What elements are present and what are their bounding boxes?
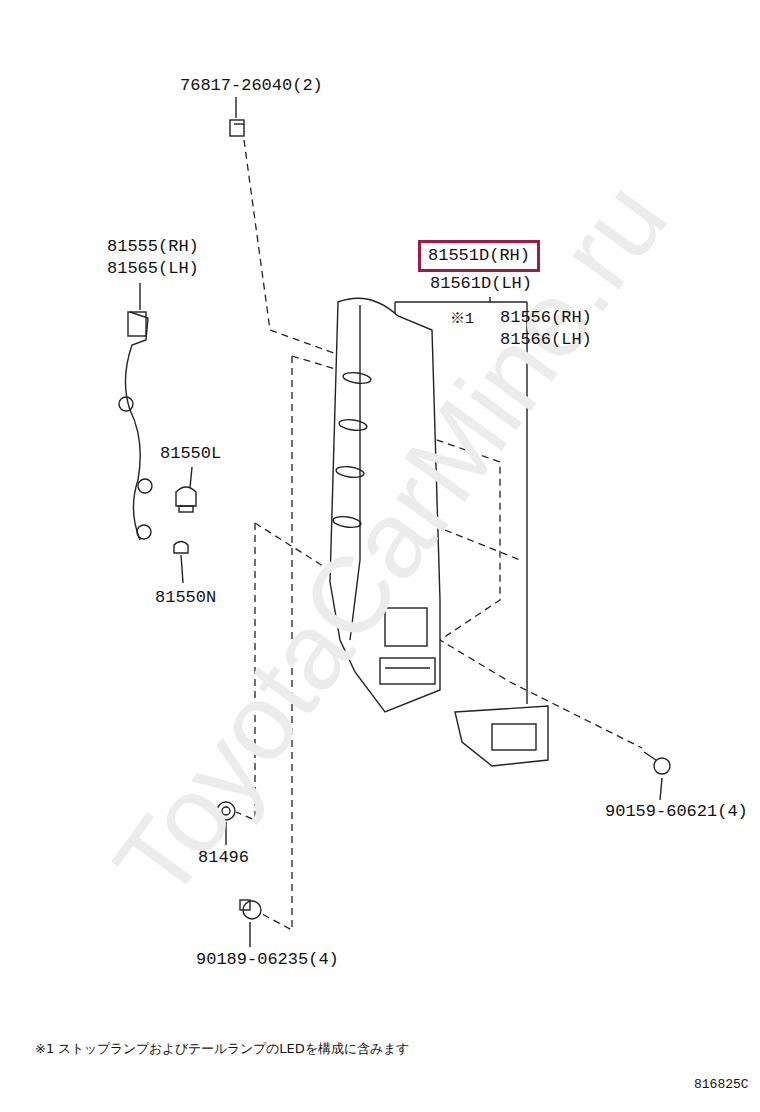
part-number: 81550N: [155, 588, 216, 608]
part-number: 81556(RH): [500, 308, 592, 328]
diagram-code: 816825C: [694, 1076, 749, 1093]
part-number: 76817-26040(2): [180, 76, 323, 96]
part-number: 90159-60621(4): [605, 802, 748, 822]
part-number: 81565(LH): [107, 259, 199, 279]
callout-box: 81551D(RH): [418, 240, 540, 272]
part-number: 81496: [198, 848, 249, 868]
part-number: 81555(RH): [107, 237, 199, 257]
footnote-mark: ※1: [450, 310, 474, 329]
part-number: 81561D(LH): [430, 274, 532, 294]
footnote: ※1 ストップランプおよびテールランプのLEDを構成に含みます: [35, 1040, 409, 1057]
part-number: 90189-06235(4): [196, 950, 339, 970]
part-number: 81551D(RH): [428, 246, 530, 265]
part-number: 81566(LH): [500, 330, 592, 350]
part-number: 81550L: [160, 444, 221, 464]
